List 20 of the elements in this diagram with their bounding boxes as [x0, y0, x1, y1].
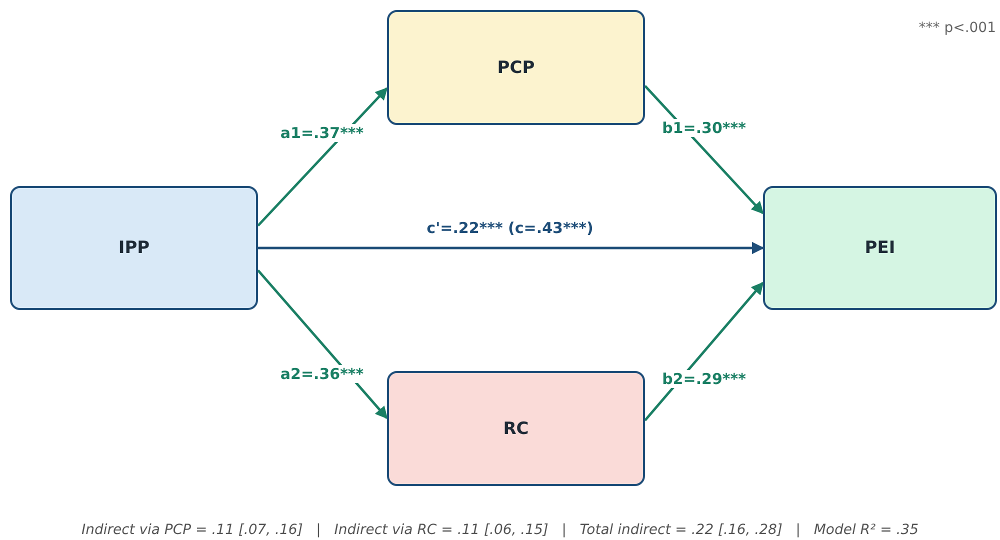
- variable-box: [10, 186, 258, 310]
- arrow: [644, 282, 764, 422]
- variable-box: [763, 186, 997, 310]
- edge-label: c'=.22*** (c=.43***): [424, 219, 596, 237]
- arrow: [258, 242, 764, 254]
- variable-box: [387, 10, 645, 125]
- variable-name: IPP: [118, 238, 150, 258]
- edge-label: a1=.37***: [278, 124, 366, 142]
- variable-name: PCP: [497, 58, 535, 78]
- significance-note: *** p<.001: [918, 20, 996, 36]
- caption: Indirect via PCP = .11 [.07, .16] | Indirect via RC = .11 [.06, .15] | Total indirect = .22 [.16, .28] | Model R² = .35: [80, 522, 920, 538]
- arrow: [644, 85, 764, 214]
- edge-label: b2=.29***: [660, 370, 748, 388]
- arrow: [257, 270, 388, 420]
- variable-box: [387, 371, 645, 486]
- arrow: [257, 87, 388, 227]
- variable-name: RC: [503, 418, 529, 438]
- edge-label: a2=.36***: [278, 365, 366, 383]
- edge-label: b1=.30***: [660, 119, 748, 137]
- variable-name: PEI: [864, 238, 896, 258]
